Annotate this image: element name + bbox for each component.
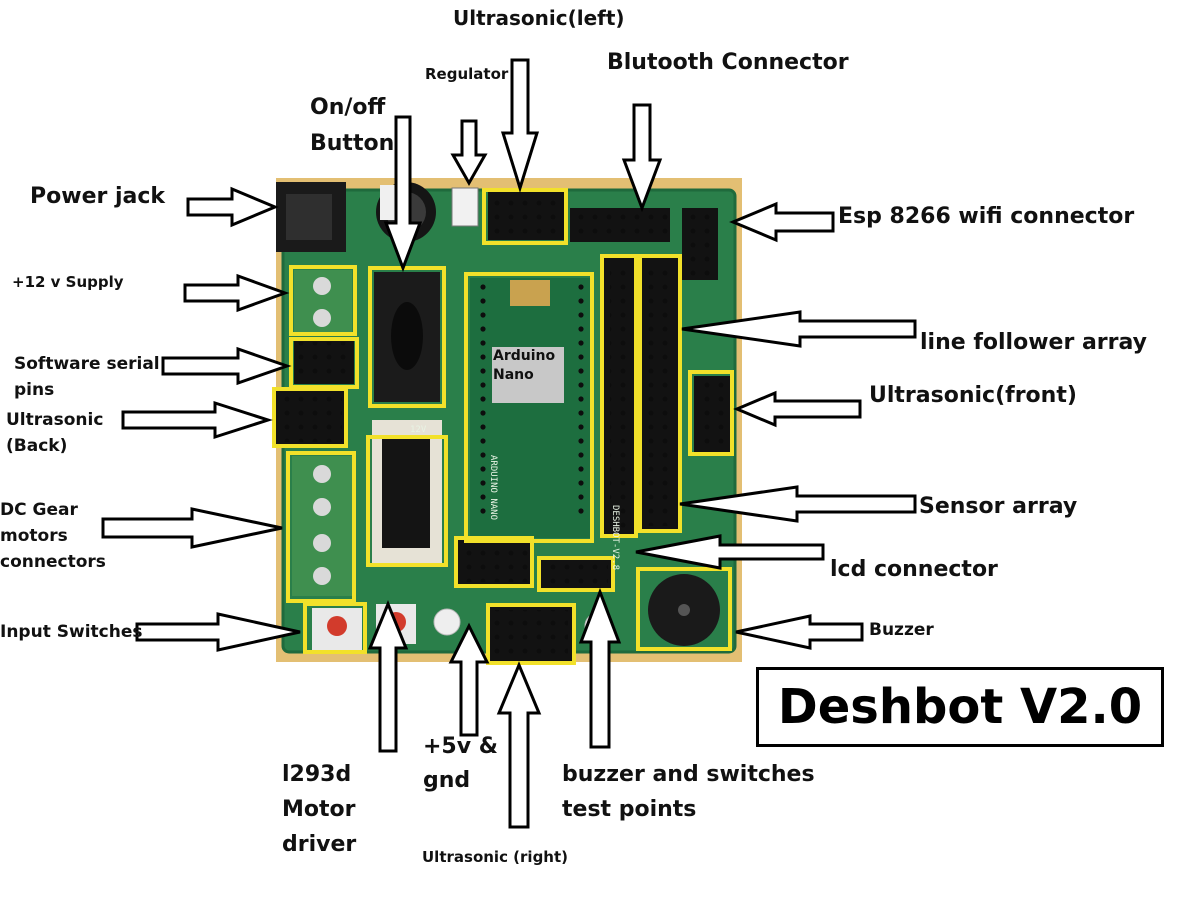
label-bluetooth: Blutooth Connector [607, 50, 849, 75]
label-input-switches: Input Switches [0, 622, 143, 642]
arrow-lcd [635, 534, 825, 570]
title-text: Deshbot V2.0 [777, 679, 1143, 735]
label-regulator: Regulator [425, 65, 509, 83]
arrow-5v [448, 622, 490, 737]
arrow-onoff [383, 115, 423, 273]
arrow-bluetooth [621, 103, 663, 213]
label-software-serial-2: pins [14, 380, 55, 400]
label-ultrasonic-back-2: (Back) [6, 436, 68, 456]
label-sensor-array: Sensor array [919, 494, 1078, 519]
silk-volt: 12V [410, 425, 427, 435]
silk-nano: ARDUINO NANO [488, 455, 498, 521]
hl-test-points [537, 556, 615, 592]
arrow-ultrasonic-left [500, 58, 540, 194]
arrow-supply [183, 273, 290, 313]
label-5v-1: +5v & [423, 734, 498, 759]
hl-motors [286, 451, 356, 603]
label-line-follower: line follower array [920, 330, 1148, 355]
l293d-chip [382, 438, 430, 548]
label-ultrasonic-right: Ultrasonic (right) [422, 848, 569, 866]
hl-l293d [366, 435, 448, 567]
label-software-serial-1: Software serial [14, 354, 160, 374]
arrow-ultrasonic-front [733, 390, 862, 428]
arrow-switches [135, 612, 301, 652]
hl-sensor-array [600, 254, 638, 538]
arrow-sensor-array [679, 485, 917, 523]
hl-onoff [368, 266, 446, 408]
hl-buzzer [636, 567, 732, 651]
hl-ultrasonic-left [482, 188, 568, 245]
arrow-motors [101, 507, 283, 549]
label-l293d-2: Motor [282, 797, 356, 822]
hl-5v-gnd [454, 536, 534, 588]
arrow-regulator [450, 119, 488, 187]
hl-line-follower [638, 254, 682, 533]
hl-switches [303, 602, 367, 654]
label-l293d-3: driver [282, 832, 357, 857]
arrow-ultrasonic-right [496, 661, 542, 829]
arrow-software-serial [161, 346, 292, 386]
silk-board-name: DESHBOT-V2.8 [610, 505, 620, 571]
arrow-test-points [578, 587, 622, 749]
arrow-power-jack [186, 186, 279, 228]
arrow-buzzer [735, 614, 864, 650]
label-ultrasonic-front: Ultrasonic(front) [869, 383, 1077, 408]
input-switch-1 [327, 616, 347, 636]
hl-ultrasonic-right [486, 603, 576, 665]
label-onoff-1: On/off [310, 95, 386, 120]
label-supply: +12 v Supply [12, 273, 124, 291]
arrow-l293d [367, 600, 409, 753]
title-box: Deshbot V2.0 [756, 667, 1164, 747]
nano-label-line2: Nano [493, 366, 534, 383]
arrow-ultrasonic-back [121, 400, 273, 440]
arduino-nano-label: Arduino Nano [492, 347, 564, 403]
label-esp: Esp 8266 wifi connector [838, 204, 1135, 229]
hl-supply [289, 265, 357, 336]
label-onoff-2: Button [310, 131, 395, 156]
label-dc-gear-3: connectors [0, 552, 106, 572]
label-ultrasonic-back-1: Ultrasonic [6, 410, 104, 430]
hl-nano [464, 272, 594, 543]
label-lcd: lcd connector [830, 557, 998, 582]
hl-ultrasonic-front [688, 370, 734, 456]
label-l293d-1: l293d [282, 762, 352, 787]
led-1 [433, 608, 461, 636]
label-5v-2: gnd [423, 768, 471, 793]
regulator-component [451, 187, 479, 227]
label-buzzer: Buzzer [869, 620, 934, 640]
arrow-line-follower [681, 310, 917, 348]
label-dc-gear-2: motors [0, 526, 68, 546]
label-buzzer-test-1: buzzer and switches [562, 762, 815, 787]
nano-label-line1: Arduino [493, 348, 556, 364]
label-buzzer-test-2: test points [562, 797, 697, 822]
arrow-esp [729, 201, 835, 243]
label-dc-gear-1: DC Gear [0, 500, 78, 520]
hl-ultrasonic-back [272, 387, 348, 448]
label-ultrasonic-left: Ultrasonic(left) [453, 6, 625, 30]
label-power-jack: Power jack [30, 184, 166, 209]
